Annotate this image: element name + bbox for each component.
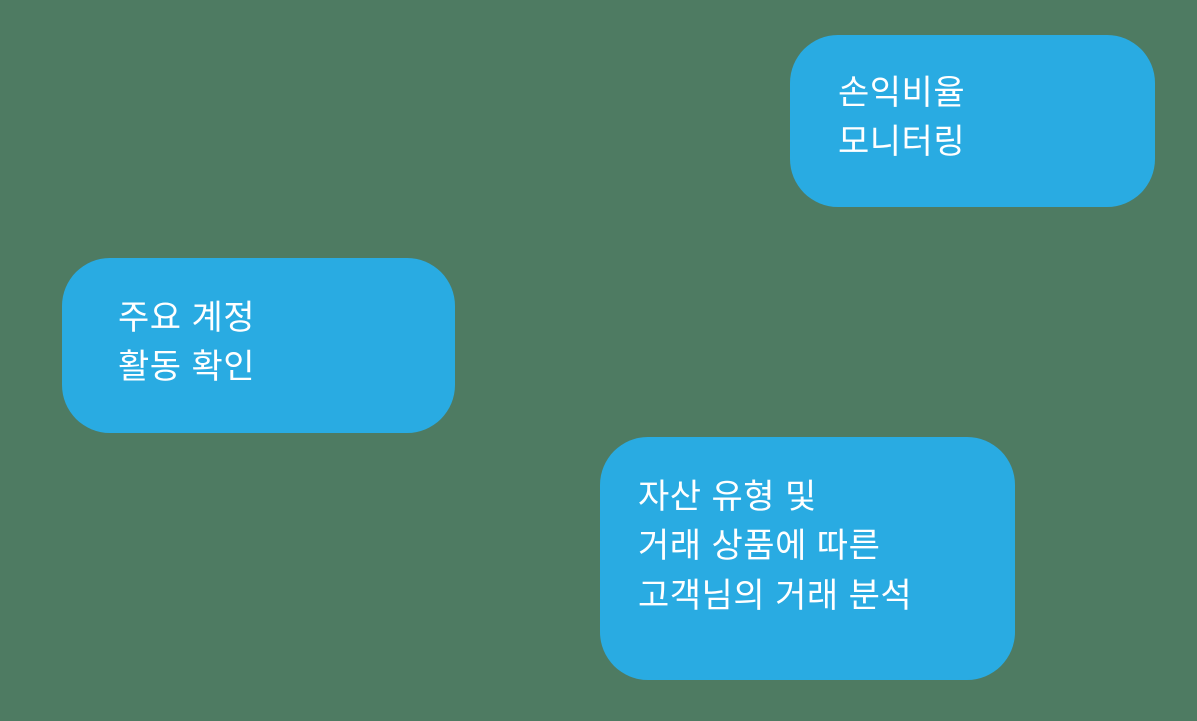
bubble-profit-loss-monitoring: 손익비율 모니터링 — [790, 35, 1155, 207]
bubble-transaction-analysis: 자산 유형 및 거래 상품에 따른 고객님의 거래 분석 — [600, 437, 1015, 680]
bubble-profit-loss-monitoring-label: 손익비율 모니터링 — [838, 74, 966, 162]
bubble-account-activity-check-label: 주요 계정 활동 확인 — [118, 299, 256, 387]
bubble-account-activity-check: 주요 계정 활동 확인 — [62, 258, 455, 433]
bubble-transaction-analysis-label: 자산 유형 및 거래 상품에 따른 고객님의 거래 분석 — [638, 478, 913, 615]
